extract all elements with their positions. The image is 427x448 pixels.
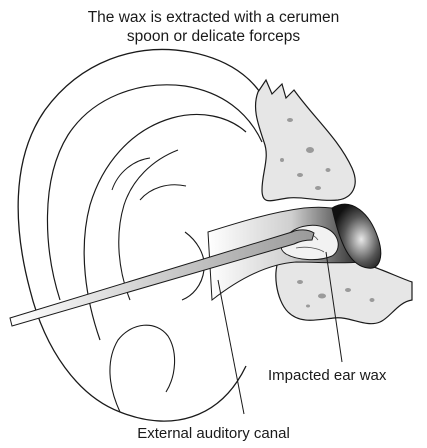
concha-fold	[112, 158, 186, 200]
label-impacted-ear-wax: Impacted ear wax	[268, 366, 386, 385]
leader-canal	[218, 280, 244, 414]
temporal-bone-lower	[276, 253, 412, 324]
cerumen-spoon	[10, 230, 314, 326]
label-external-auditory-canal: External auditory canal	[0, 424, 427, 443]
title-line-2: spoon or delicate forceps	[20, 27, 407, 46]
diagram-title: The wax is extracted with a cerumen spoo…	[20, 8, 407, 46]
title-line-1: The wax is extracted with a cerumen	[20, 8, 407, 27]
ear-lobe	[110, 325, 175, 412]
temporal-bone-upper	[256, 80, 356, 201]
